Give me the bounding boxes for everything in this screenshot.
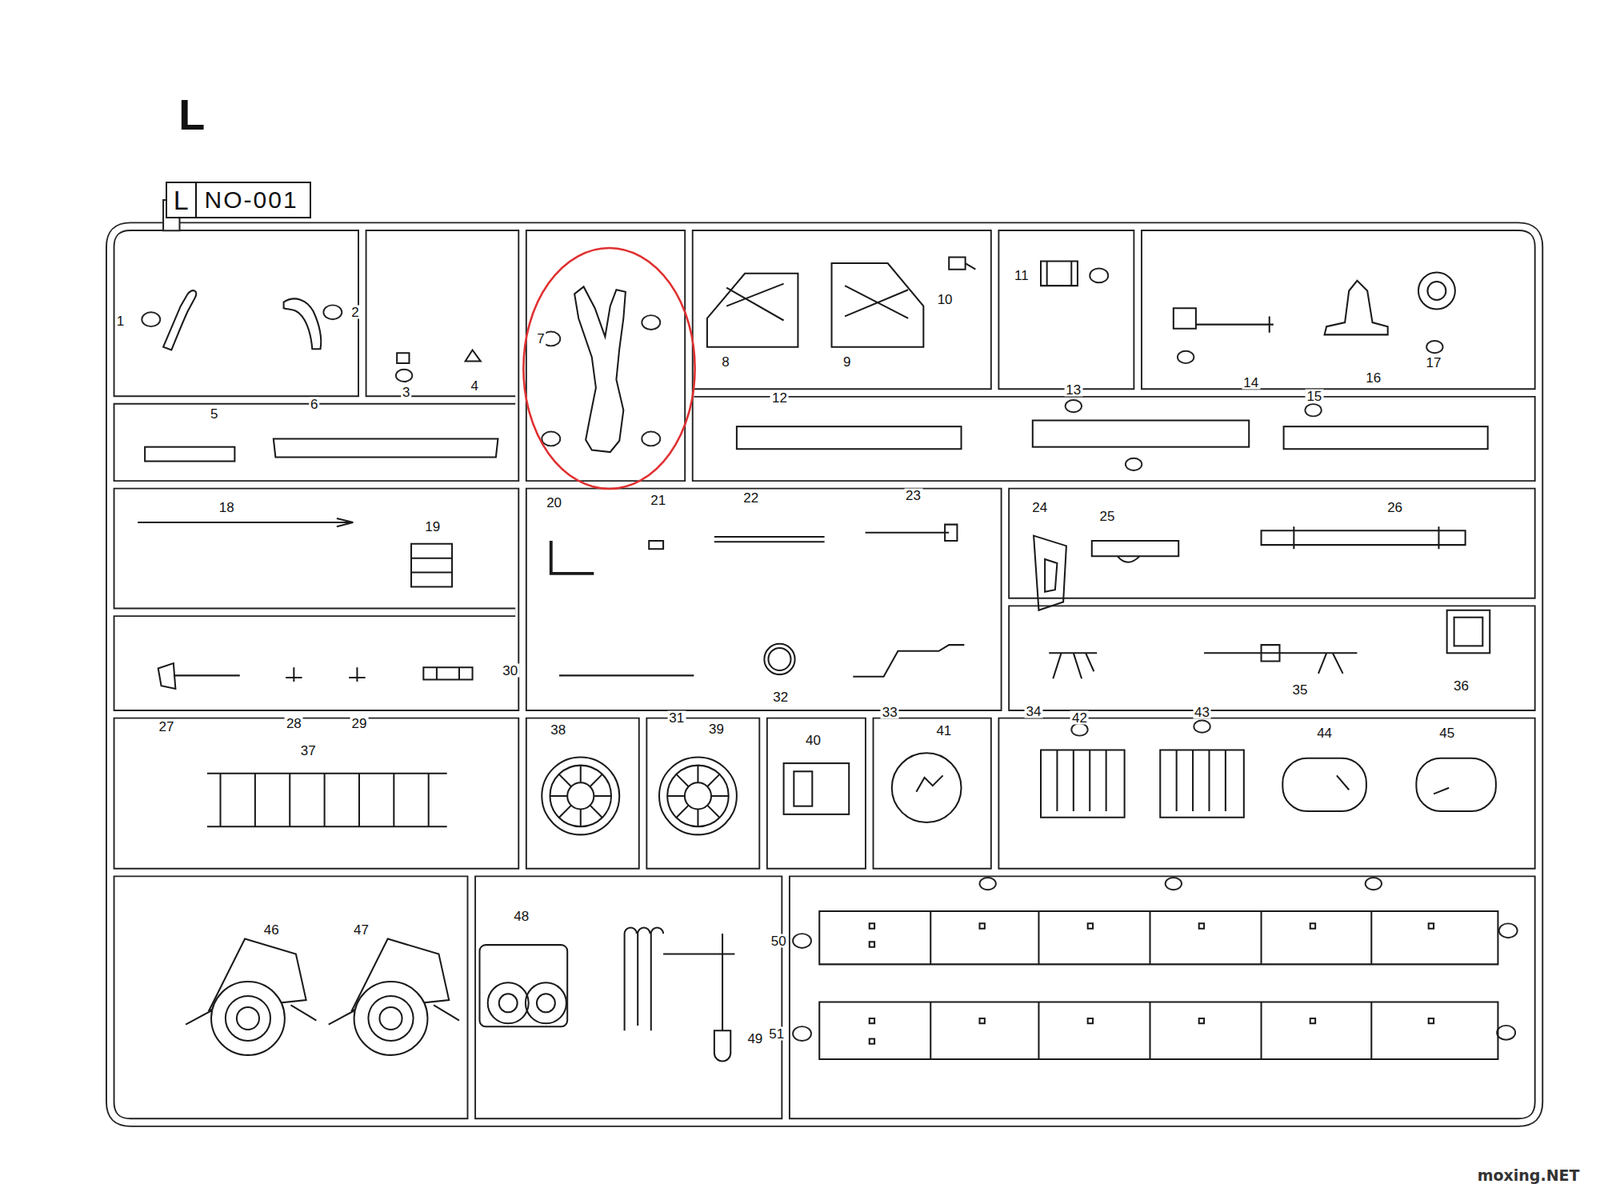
part-number: 51 [767, 1027, 786, 1041]
part-number: 38 [548, 722, 568, 736]
part-number: 24 [1030, 500, 1049, 514]
part-number: 37 [299, 743, 318, 757]
part-number: 20 [544, 495, 564, 509]
part-number: 6 [308, 397, 320, 412]
part-number: 2 [349, 305, 360, 320]
sprue-tag: LNO-001 [165, 181, 312, 219]
part-number: 14 [1241, 376, 1260, 390]
part-number: 44 [1315, 725, 1334, 740]
part-number: 3 [400, 384, 412, 399]
part-number: 40 [804, 732, 823, 747]
part-number: 46 [262, 922, 281, 936]
part-number: 30 [500, 664, 520, 678]
sprue-parts [137, 256, 1498, 1061]
part-number: 21 [648, 493, 668, 508]
watermark: moxing.NET [1477, 1168, 1580, 1184]
part-number: 18 [217, 500, 236, 514]
highlight-circle [523, 248, 695, 489]
part-number: 10 [936, 292, 955, 306]
part-number: 22 [741, 491, 760, 505]
part-number: 41 [934, 724, 953, 738]
part-number: 49 [745, 1032, 764, 1046]
part-number: 36 [1452, 679, 1471, 693]
part-number: 39 [707, 721, 726, 736]
tag-text: NO-001 [196, 183, 307, 217]
part-number: 15 [1304, 388, 1324, 403]
part-number: 50 [769, 934, 788, 948]
part-number: 4 [468, 379, 480, 393]
part-number: 11 [1012, 268, 1031, 283]
sprue-runners [110, 200, 1540, 1123]
part-number: 23 [904, 488, 923, 502]
part-number: 47 [352, 922, 371, 936]
part-number: 7 [535, 332, 546, 346]
part-number: 42 [1070, 710, 1089, 724]
part-number: 5 [208, 406, 220, 420]
part-number: 43 [1192, 705, 1212, 720]
part-number: 35 [1291, 683, 1310, 697]
part-number: 31 [667, 710, 686, 724]
part-number: 8 [720, 354, 731, 368]
part-number: 27 [156, 720, 176, 734]
part-number: 19 [423, 520, 442, 534]
part-number: 9 [841, 354, 852, 368]
part-number: 45 [1437, 725, 1456, 740]
part-number: 13 [1064, 383, 1083, 397]
part-number: 29 [350, 716, 369, 731]
part-number: 34 [1024, 704, 1044, 719]
part-number: 33 [880, 705, 900, 720]
part-number: 48 [512, 909, 531, 924]
part-number: 17 [1424, 355, 1444, 369]
sprue-letter: L [178, 92, 205, 136]
part-number: 12 [770, 391, 789, 405]
tag-text: L [167, 183, 197, 217]
part-number: 28 [284, 716, 304, 731]
part-number: 26 [1385, 500, 1404, 514]
part-number: 32 [771, 690, 790, 704]
part-number: 25 [1097, 509, 1116, 524]
part-number: 1 [115, 313, 126, 328]
part-number: 16 [1364, 370, 1383, 384]
